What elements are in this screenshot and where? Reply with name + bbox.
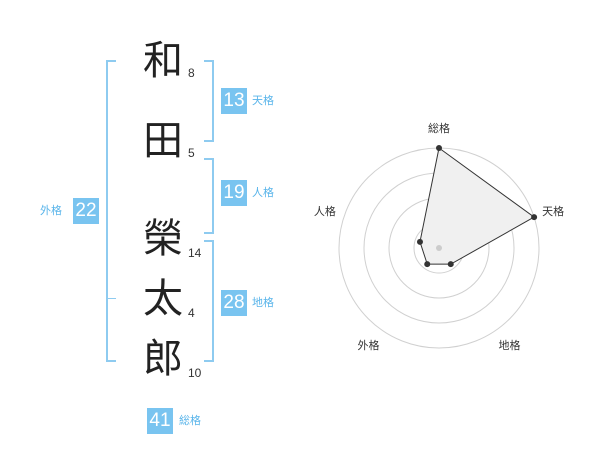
radar-axis-label: 人格 [314,204,336,218]
radar-axis-label: 総格 [428,121,450,135]
stroke-count-4: 4 [188,306,195,320]
radar-point [531,214,538,221]
soukaku-badge: 41 [147,408,173,434]
chikaku-bracket [204,240,214,362]
soukaku-label: 総格 [179,414,201,427]
stroke-count-5: 10 [188,366,202,380]
gaikaku-badge: 22 [73,198,99,224]
jinkaku-bracket [204,158,214,234]
name-char-3: 榮 [143,216,183,262]
radar-point [416,238,423,245]
name-char-5: 郎 [143,336,183,382]
chikaku-label: 地格 [252,296,274,309]
name-char-4: 太 [143,276,183,322]
stroke-count-1: 8 [188,66,195,80]
gaikaku-bracket-mid [106,298,116,299]
gaikaku-label: 外格 [40,204,62,217]
name-char-1: 和 [143,38,183,84]
radar-axis-label: 天格 [542,204,564,218]
radar-center [436,245,442,251]
radar-point [436,145,442,151]
radar-point [447,261,454,268]
stroke-count-2: 5 [188,146,195,160]
jinkaku-badge: 19 [221,180,247,206]
chikaku-badge: 28 [221,290,247,316]
tenkaku-label: 天格 [252,94,274,107]
stroke-count-3: 14 [188,246,202,260]
jinkaku-label: 人格 [252,186,274,199]
radar-polygon [419,147,536,265]
gaikaku-bracket [106,60,116,362]
radar-axis-label: 外格 [357,338,379,352]
name-char-2: 田 [143,118,183,164]
tenkaku-bracket [204,60,214,142]
radar-point [424,261,431,268]
radar-axis-label: 地格 [499,338,521,352]
tenkaku-badge: 13 [221,88,247,114]
